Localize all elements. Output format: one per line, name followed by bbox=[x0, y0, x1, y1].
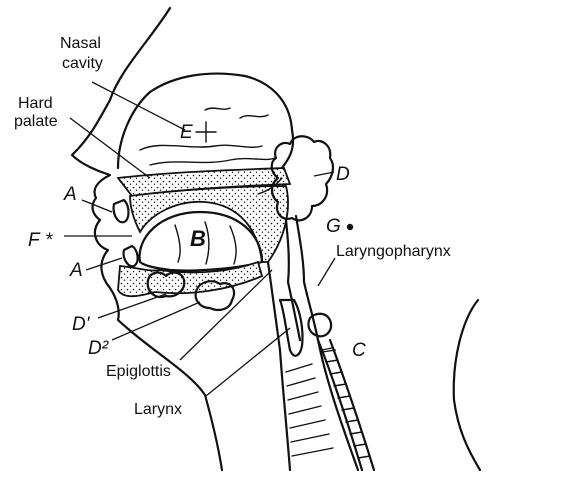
leader-larynx bbox=[206, 328, 290, 396]
leader-laryngopharynx bbox=[318, 258, 335, 286]
label-laryngopharynx: Laryngopharynx bbox=[336, 243, 451, 260]
label-nasal-line2: cavity bbox=[62, 55, 103, 72]
label-nasal-line1: Nasal bbox=[60, 35, 101, 52]
leader-hard-palate bbox=[70, 118, 150, 178]
letter-b: B bbox=[190, 226, 206, 251]
label-hard-palate-line2: palate bbox=[14, 113, 58, 130]
label-larynx: Larynx bbox=[134, 401, 182, 418]
esophagus-hatch bbox=[322, 348, 370, 458]
back-of-neck bbox=[454, 300, 480, 470]
letter-d2: D² bbox=[88, 338, 109, 359]
leader-a-upper bbox=[82, 200, 112, 212]
leader-a-lower bbox=[86, 258, 122, 270]
cross-marker-e bbox=[196, 122, 216, 142]
lower-jaw bbox=[118, 262, 262, 296]
leader-d2 bbox=[112, 302, 200, 340]
dot-g bbox=[347, 224, 353, 230]
epiglottis-shape bbox=[280, 300, 303, 356]
letter-g: G bbox=[326, 216, 341, 237]
label-epiglottis: Epiglottis bbox=[106, 363, 171, 380]
letter-a-lower: A bbox=[69, 260, 83, 281]
asterisk-f: * bbox=[45, 230, 53, 251]
arytenoid bbox=[308, 314, 331, 337]
letter-a-upper: A bbox=[63, 184, 77, 205]
pharynx-inner bbox=[286, 220, 300, 340]
pharynx-front bbox=[268, 262, 290, 470]
nasal-cavity-outline bbox=[118, 74, 293, 168]
trachea-rings bbox=[286, 364, 333, 456]
letter-d1: D' bbox=[72, 314, 91, 335]
leader-d1 bbox=[98, 294, 166, 318]
letter-c: C bbox=[352, 340, 366, 361]
upper-tooth bbox=[114, 200, 129, 222]
letter-e: E bbox=[180, 122, 193, 143]
label-hard-palate-line1: Hard bbox=[18, 95, 53, 112]
letter-d: D bbox=[336, 164, 350, 185]
letter-f: F bbox=[28, 230, 41, 251]
lower-tooth bbox=[124, 246, 138, 266]
